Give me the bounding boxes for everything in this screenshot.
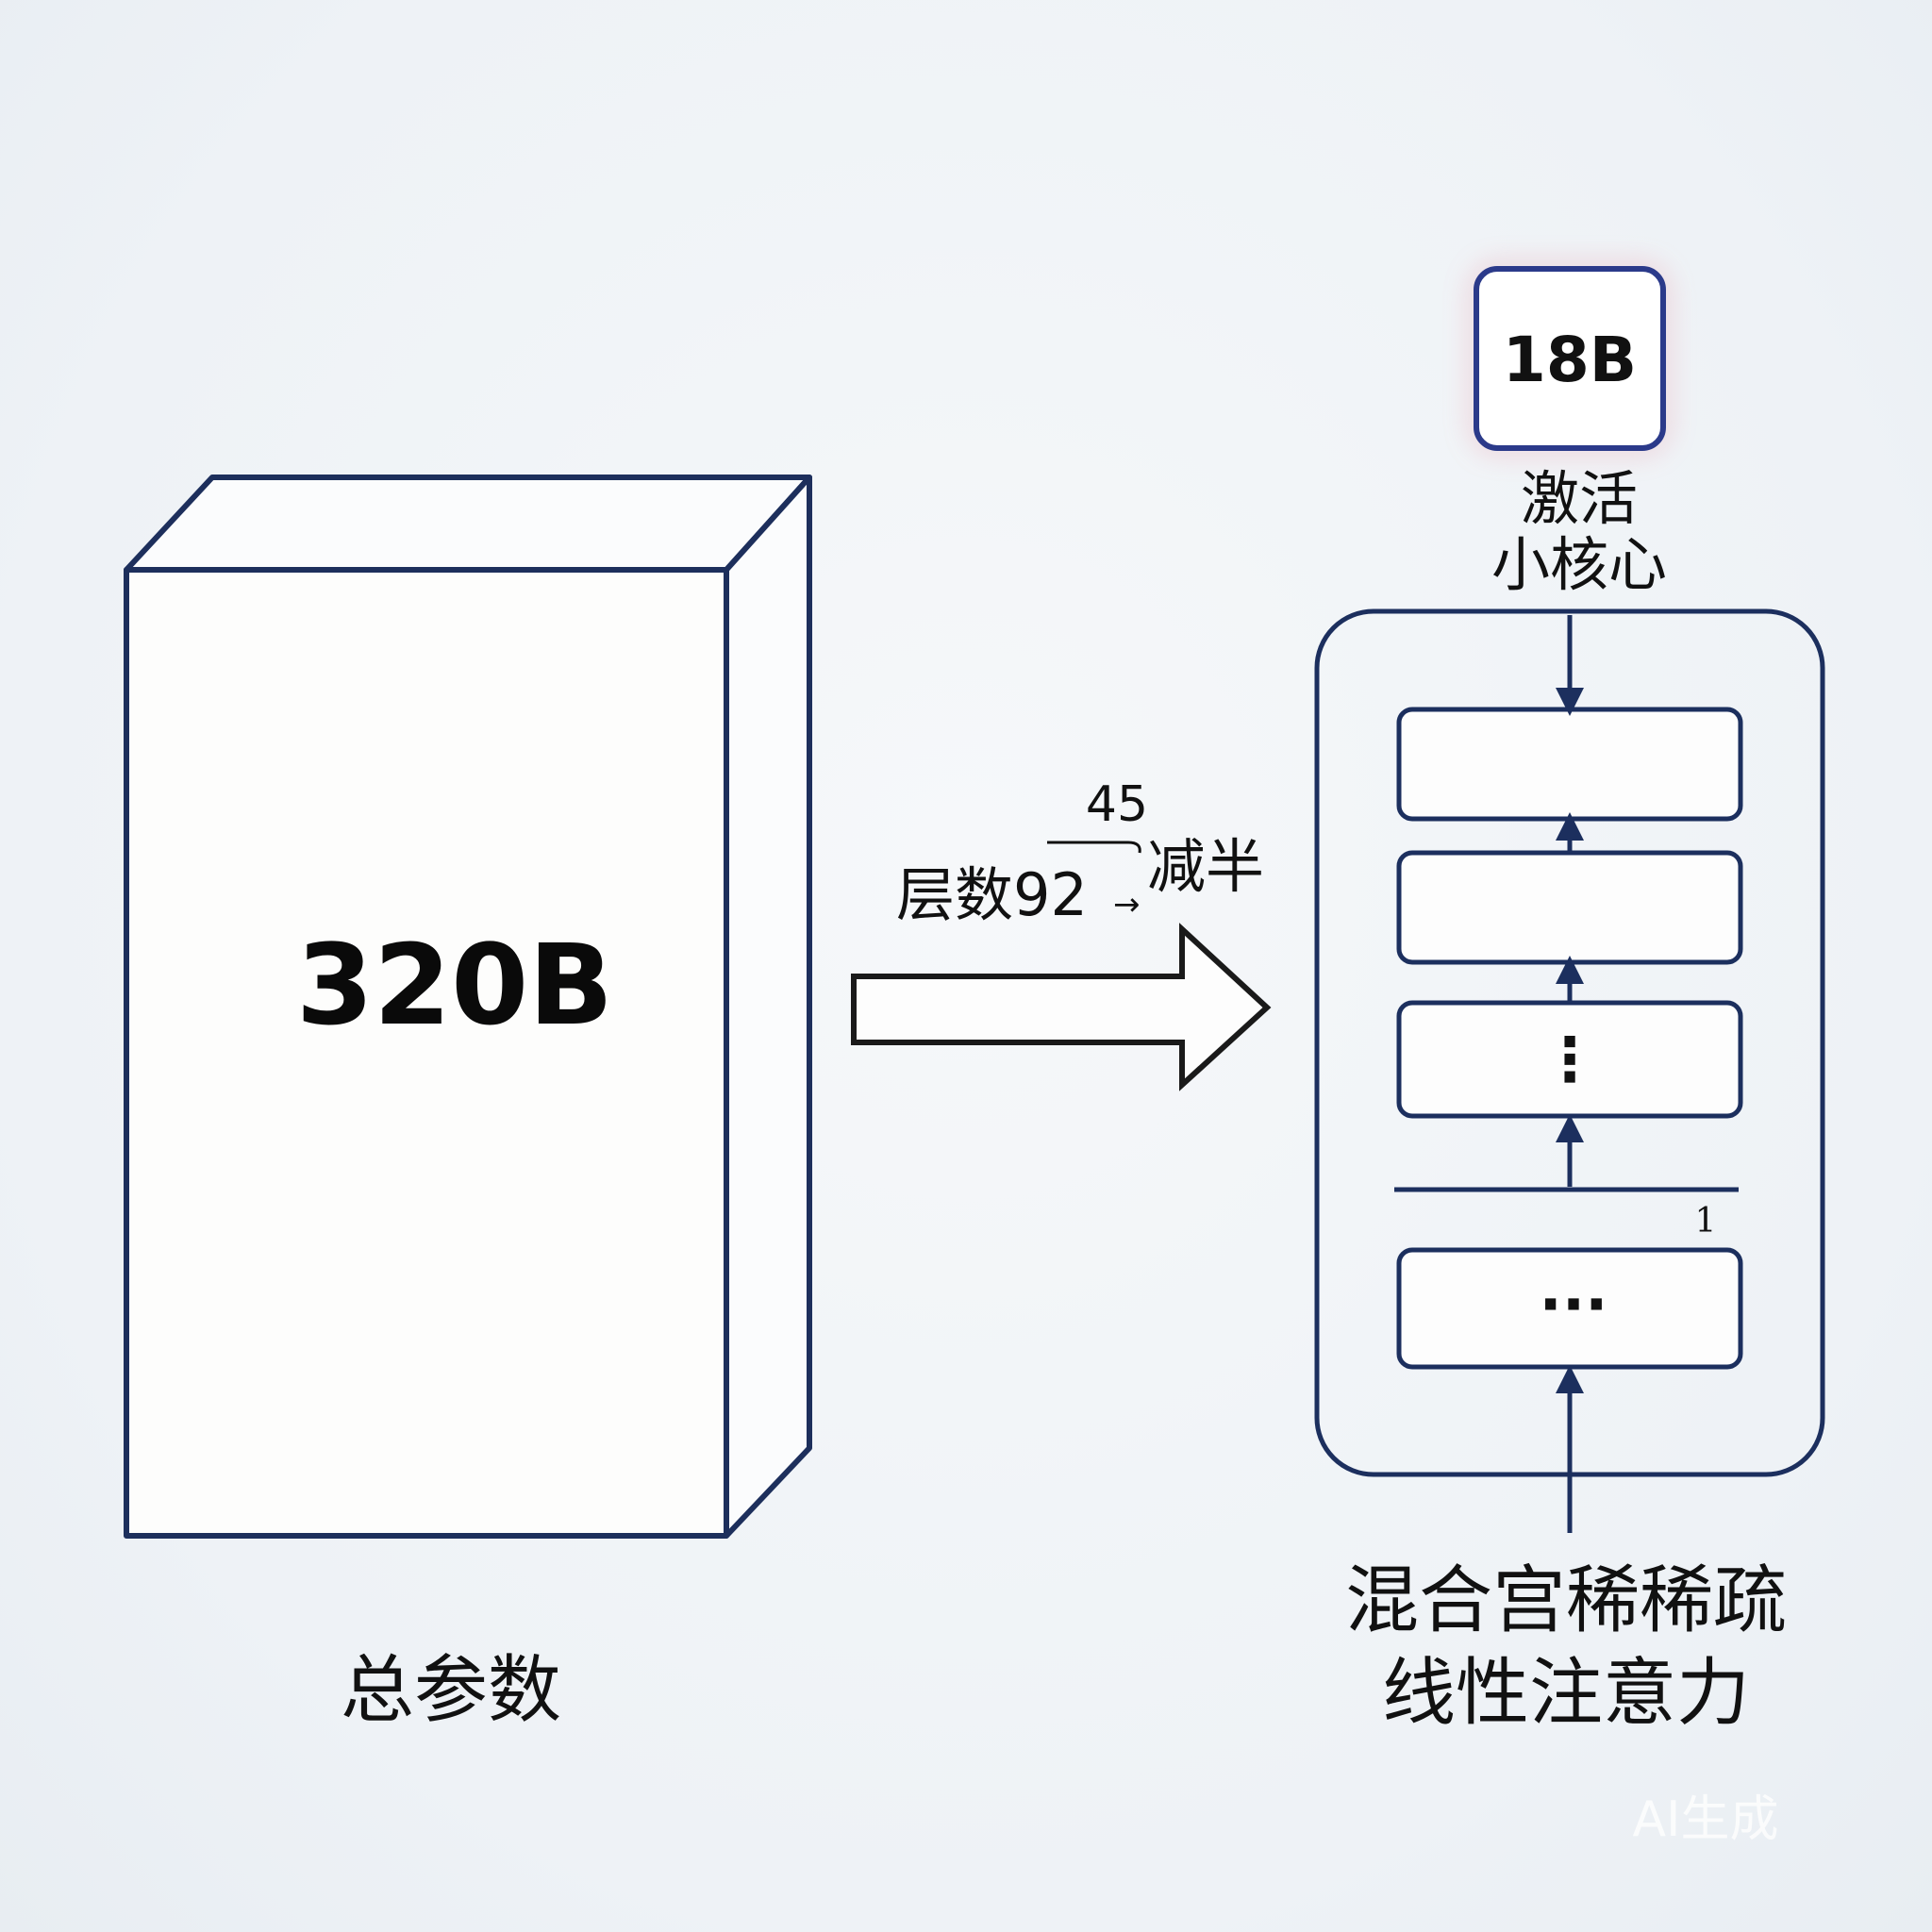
layer-count-new: 45 [1086, 776, 1148, 833]
layer-box-top [1396, 707, 1743, 822]
total-params-block [124, 475, 812, 1539]
attention-caption-line2: 线性注意力 [1382, 1651, 1750, 1736]
total-params-caption: 总参数 [341, 1648, 561, 1733]
total-params-value: 320B [296, 920, 613, 1050]
layer-bottom-dots: ··· [1540, 1271, 1608, 1341]
block-top-face [124, 475, 812, 573]
layer-count-suffix: 减半 [1147, 832, 1264, 901]
active-params-badge [1474, 266, 1666, 451]
big-right-arrow [851, 923, 1272, 1091]
active-label-line1: 激活 [1521, 464, 1638, 533]
layer-box-second [1396, 850, 1743, 965]
active-params-value: 18B [1503, 324, 1637, 396]
curved-arrow-icon [1047, 841, 1141, 854]
attention-caption-line1: 混合宫稀稀疏 [1345, 1558, 1787, 1643]
layer-middle-dots: ⋮ [1540, 1025, 1600, 1095]
layer-index-label: 1 [1695, 1202, 1717, 1241]
block-front-face [124, 567, 729, 1539]
layer-count-arrow: → [1113, 886, 1141, 924]
layer-count-prefix: 层数92 [896, 860, 1088, 929]
active-label-line2: 小核心 [1491, 530, 1667, 599]
ai-watermark: AI生成 [1633, 1791, 1779, 1848]
block-side-face [724, 475, 812, 1539]
